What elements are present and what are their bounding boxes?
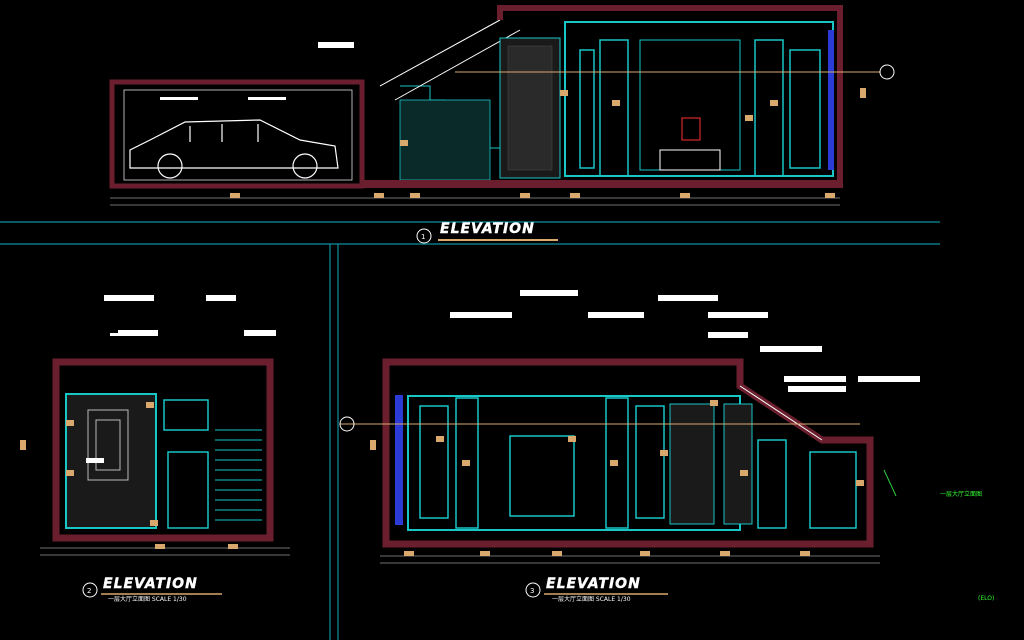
elevation-1-drawing — [109, 5, 895, 206]
elevation-3-number: 3 — [530, 587, 534, 595]
elevation-2-label: ELEVATION — [103, 576, 198, 592]
car-icon — [129, 119, 339, 179]
elevation-1-number: 1 — [421, 233, 425, 241]
elevation-1-title: 1 ELEVATION — [416, 221, 558, 244]
elevation-3-title: 3 ELEVATION 一层大厅立面图 SCALE 1/30 — [525, 576, 668, 603]
elevation-3-subtitle: 一层大厅立面图 SCALE 1/30 — [552, 595, 631, 603]
elevation-2-drawing — [20, 295, 290, 556]
elevation-2-subtitle: 一层大厅立面图 SCALE 1/30 — [108, 595, 187, 603]
elevation-1-label: ELEVATION — [440, 221, 535, 237]
side-note: 一层大厅立面图 — [940, 490, 982, 498]
frame-lines — [0, 221, 940, 640]
corner-tag: (ELO) — [978, 595, 994, 602]
elevation-3-drawing — [339, 290, 920, 564]
elevation-2-number: 2 — [87, 587, 91, 595]
elevation-3-label: ELEVATION — [546, 576, 641, 592]
elevation-2-title: 2 ELEVATION 一层大厅立面图 SCALE 1/30 — [82, 576, 222, 603]
